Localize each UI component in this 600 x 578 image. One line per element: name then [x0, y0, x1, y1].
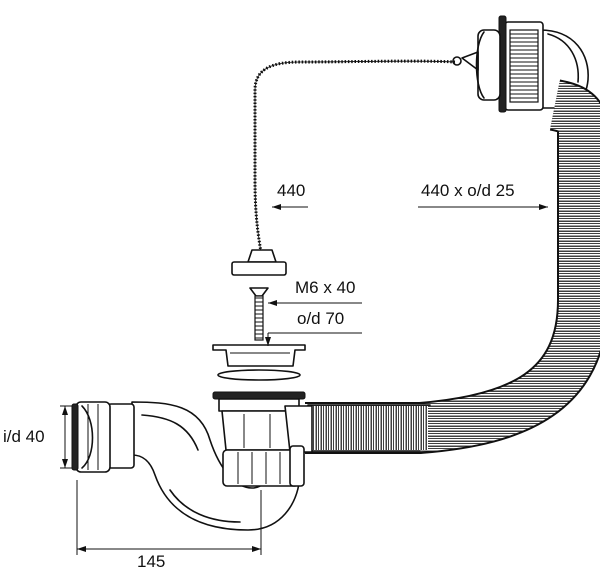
dimension-lines: [60, 204, 548, 555]
overflow-hose: [305, 79, 600, 454]
plug-chain: [253, 59, 456, 259]
plug-diameter-label: o/d 70: [297, 309, 345, 328]
overflow-hose-label: 440 x o/d 25: [421, 181, 515, 200]
trap-width-label: 145: [137, 552, 166, 571]
overflow-head: [452, 15, 589, 113]
screw-size-label: M6 x 40: [295, 278, 356, 297]
waste-outlet-body: [212, 391, 313, 453]
trap: [71, 401, 305, 531]
chain-length-label: 440: [277, 181, 306, 200]
screw: [249, 287, 269, 341]
trap-inlet-label: i/d 40: [3, 427, 45, 446]
rubber-plug: [231, 249, 287, 276]
outlet-grate: [212, 344, 306, 381]
